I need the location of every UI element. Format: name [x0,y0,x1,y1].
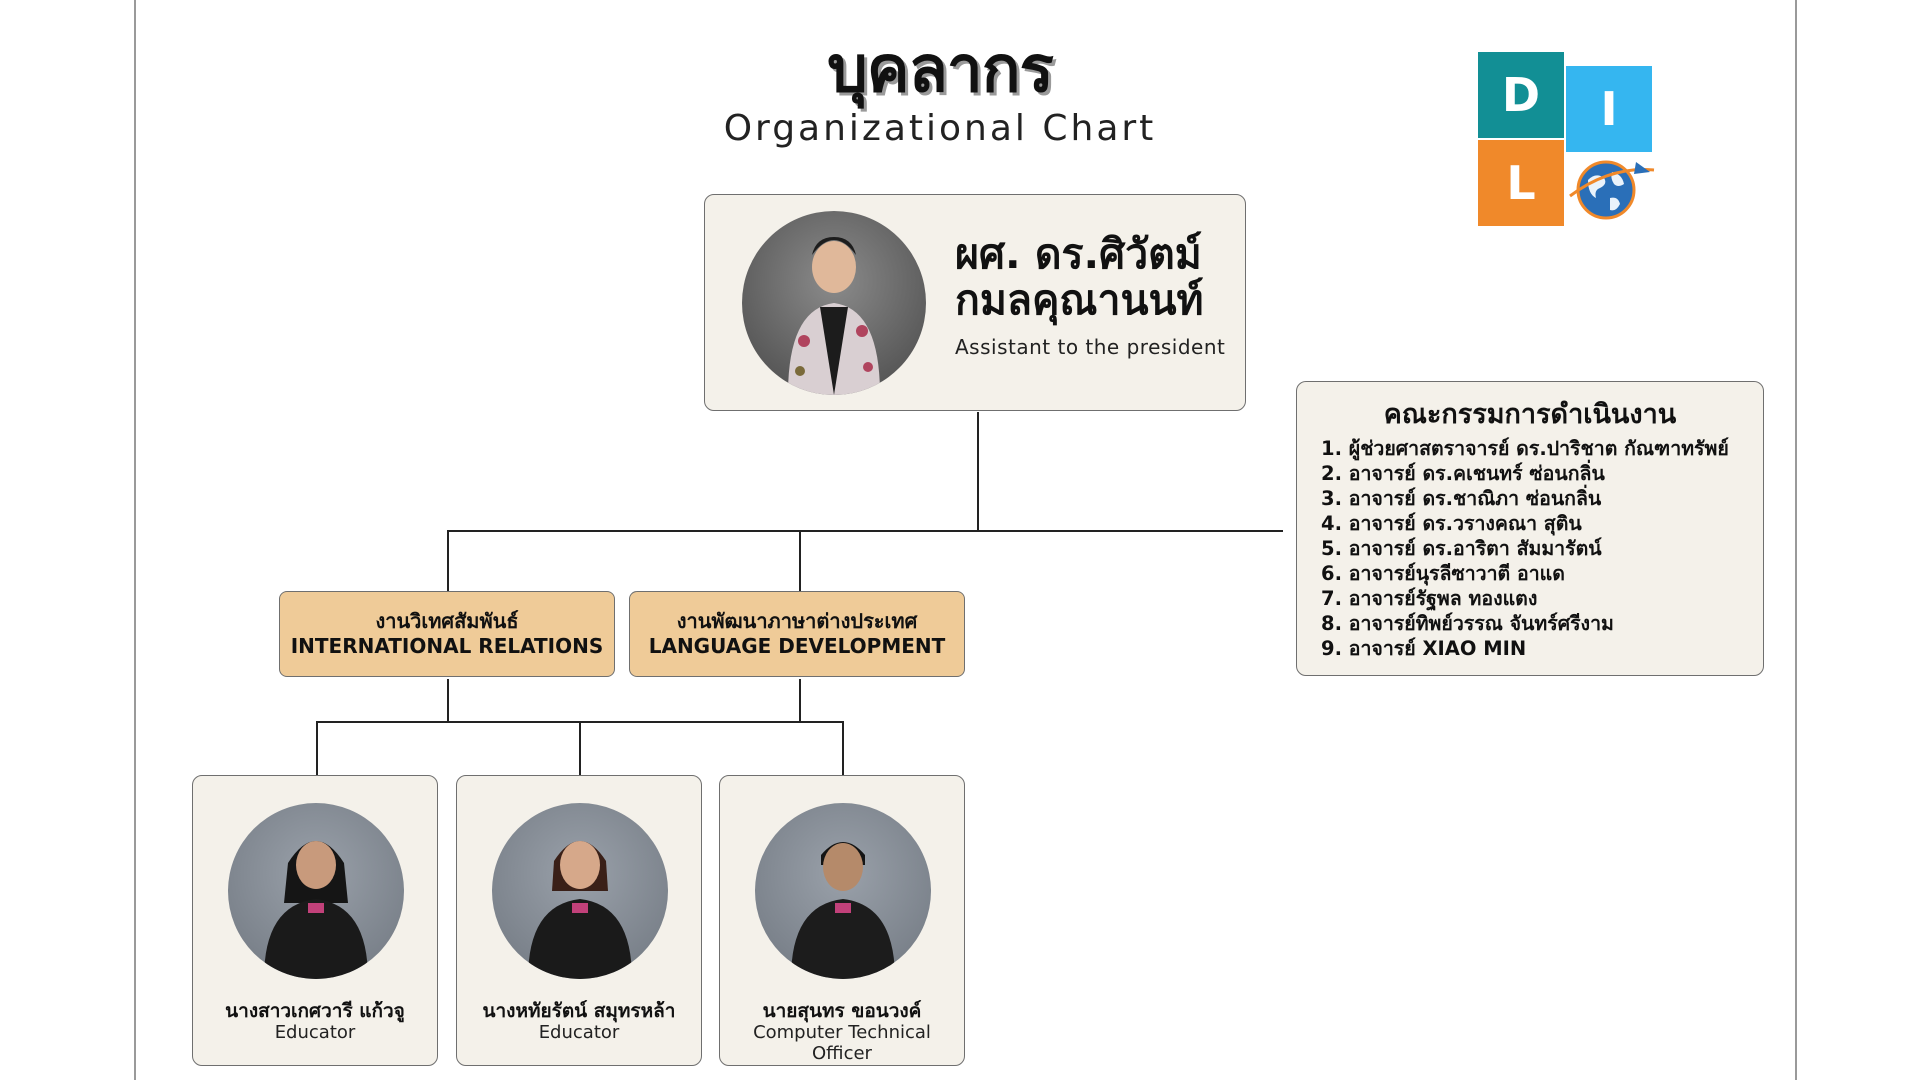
committee-member: 6. อาจารย์นุรลีซาวาตี อาแด [1321,562,1565,585]
dept-name-th: งานพัฒนาภาษาต่างประเทศ [676,609,918,633]
committee-title: คณะกรรมการดำเนินงาน [1383,399,1677,430]
staff-photo [492,803,668,979]
connector-dept1-down [447,679,449,722]
connector-head-down [977,412,979,532]
page-border-left [134,0,136,1080]
staff-photo [228,803,404,979]
page-border-right [1795,0,1797,1080]
committee-list: 1. ผู้ช่วยศาสตราจารย์ ดร.ปาริชาต กัณฑาทร… [1321,436,1729,661]
head-role: Assistant to the president [955,335,1226,359]
staff-role: Computer Technical Officer [753,1022,931,1064]
dept-international-relations: งานวิเทศสัมพันธ์ INTERNATIONAL RELATIONS [279,591,615,677]
person-silhouette-icon [791,842,895,979]
staff-name: นายสุนทร ขอนวงค์ [762,1000,922,1022]
committee-member: 3. อาจารย์ ดร.ชาณิภา ซ่อนกลิ่น [1321,487,1602,510]
person-silhouette-icon [264,841,368,979]
committee-member: 5. อาจารย์ ดร.อาริตา สัมมารัตน์ [1321,537,1602,560]
connector-staff3 [842,721,844,775]
committee-card: คณะกรรมการดำเนินงาน 1. ผู้ช่วยศาสตราจารย… [1296,381,1764,676]
connector-dept2-down [799,679,801,722]
connector-staff2 [579,721,581,775]
head-name-line1: ผศ. ดร.ศิวัตม์ [955,230,1202,278]
head-photo [742,211,926,395]
dept-name-en: LANGUAGE DEVELOPMENT [648,634,946,658]
logo-tile-i: I [1566,66,1652,152]
staff-card: นางหทัยรัตน์ สมุทรหล้า Educator [456,775,702,1066]
logo-tile-d: D [1478,52,1564,138]
staff-card: นายสุนทร ขอนวงค์ Computer Technical Offi… [719,775,965,1066]
committee-member: 1. ผู้ช่วยศาสตราจารย์ ดร.ปาริชาต กัณฑาทร… [1321,437,1729,460]
staff-card: นางสาวเกศวารี แก้วจู Educator [192,775,438,1066]
person-silhouette-icon [788,237,880,395]
committee-member: 8. อาจารย์ทิพย์วรรณ จันทร์ศรีงาม [1321,612,1614,635]
logo-tile-l: L [1478,140,1564,226]
connector-staff1 [316,721,318,775]
dept-name-en: INTERNATIONAL RELATIONS [290,634,604,658]
committee-member: 4. อาจารย์ ดร.วรางคณา สุติน [1321,512,1582,535]
page-subtitle: Organizational Chart [723,108,1157,149]
staff-name: นางหทัยรัตน์ สมุทรหล้า [482,1000,676,1022]
committee-member: 7. อาจารย์รัฐพล ทองแตง [1321,587,1538,610]
person-silhouette-icon [528,841,632,979]
staff-photo [755,803,931,979]
head-name-line2: กมลคุณานนท์ [955,276,1204,324]
staff-role: Educator [274,1022,356,1043]
staff-name: นางสาวเกศวารี แก้วจู [225,1000,405,1022]
committee-member: 9. อาจารย์ XIAO MIN [1321,637,1527,660]
connector-main-horizontal [447,530,1283,532]
committee-member: 2. อาจารย์ ดร.คเชนทร์ ซ่อนกลิ่น [1321,462,1605,485]
connector-dept1-up [447,530,449,592]
dept-language-development: งานพัฒนาภาษาต่างประเทศ LANGUAGE DEVELOPM… [629,591,965,677]
connector-dept2-up [799,530,801,592]
page-title: บุคลากร [827,33,1054,107]
staff-role: Educator [538,1022,620,1043]
dept-name-th: งานวิเทศสัมพันธ์ [375,609,519,633]
dil-logo: D I L [1478,52,1658,230]
globe-icon [1569,160,1655,220]
head-card: ผศ. ดร.ศิวัตม์ กมลคุณานนท์ Assistant to … [704,194,1246,411]
